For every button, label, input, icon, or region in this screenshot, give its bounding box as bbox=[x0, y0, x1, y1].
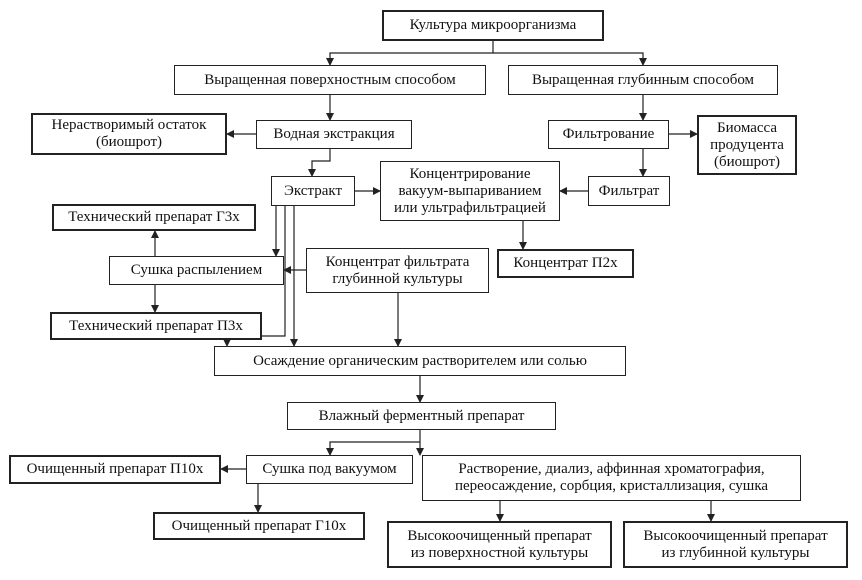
node-purified-p10x: Очищенный препарат П10х bbox=[9, 455, 221, 484]
connector-arrow bbox=[326, 441, 420, 456]
connector-arrow bbox=[326, 41, 494, 66]
node-dissolution: Растворение, диализ, аффинная хроматогра… bbox=[422, 455, 801, 501]
node-surface-grown: Выращенная поверхностным способом bbox=[174, 65, 486, 95]
node-precipitation: Осаждение органическим растворителем или… bbox=[214, 346, 626, 376]
node-culture: Культура микроорганизма bbox=[382, 10, 604, 41]
node-biomass: Биомасса продуцента (биошрот) bbox=[697, 115, 797, 175]
node-extract: Экстракт bbox=[271, 176, 355, 206]
node-high-deep: Высокоочищенный препарат из глубинной ку… bbox=[623, 521, 848, 568]
node-wet-enzyme: Влажный ферментный препарат bbox=[287, 402, 556, 430]
node-filtrate: Фильтрат bbox=[588, 176, 670, 206]
node-insoluble-residue: Нерастворимый остаток (биошрот) bbox=[31, 113, 227, 155]
node-concentrate-p2x: Концентрат П2х bbox=[497, 249, 634, 278]
node-tech-g3x: Технический препарат Г3х bbox=[52, 204, 256, 231]
node-water-extraction: Водная экстракция bbox=[256, 120, 412, 149]
node-filtrate-concentrate: Концентрат фильтрата глубинной культуры bbox=[306, 248, 489, 293]
node-spray-drying: Сушка распылением bbox=[109, 256, 284, 285]
node-high-surface: Высокоочищенный препарат из поверхностно… bbox=[387, 521, 612, 568]
connector-arrow bbox=[493, 52, 647, 66]
connector-arrow bbox=[308, 149, 331, 177]
node-purified-g10x: Очищенный препарат Г10х bbox=[153, 512, 365, 540]
node-filtration: Фильтрование bbox=[548, 120, 669, 149]
node-deep-grown: Выращенная глубинным способом bbox=[508, 65, 778, 95]
node-vacuum-drying: Сушка под вакуумом bbox=[246, 455, 413, 484]
node-concentration: Концентрирование вакуум-выпариванием или… bbox=[380, 161, 560, 221]
node-tech-p3x: Технический препарат П3х bbox=[50, 312, 262, 340]
